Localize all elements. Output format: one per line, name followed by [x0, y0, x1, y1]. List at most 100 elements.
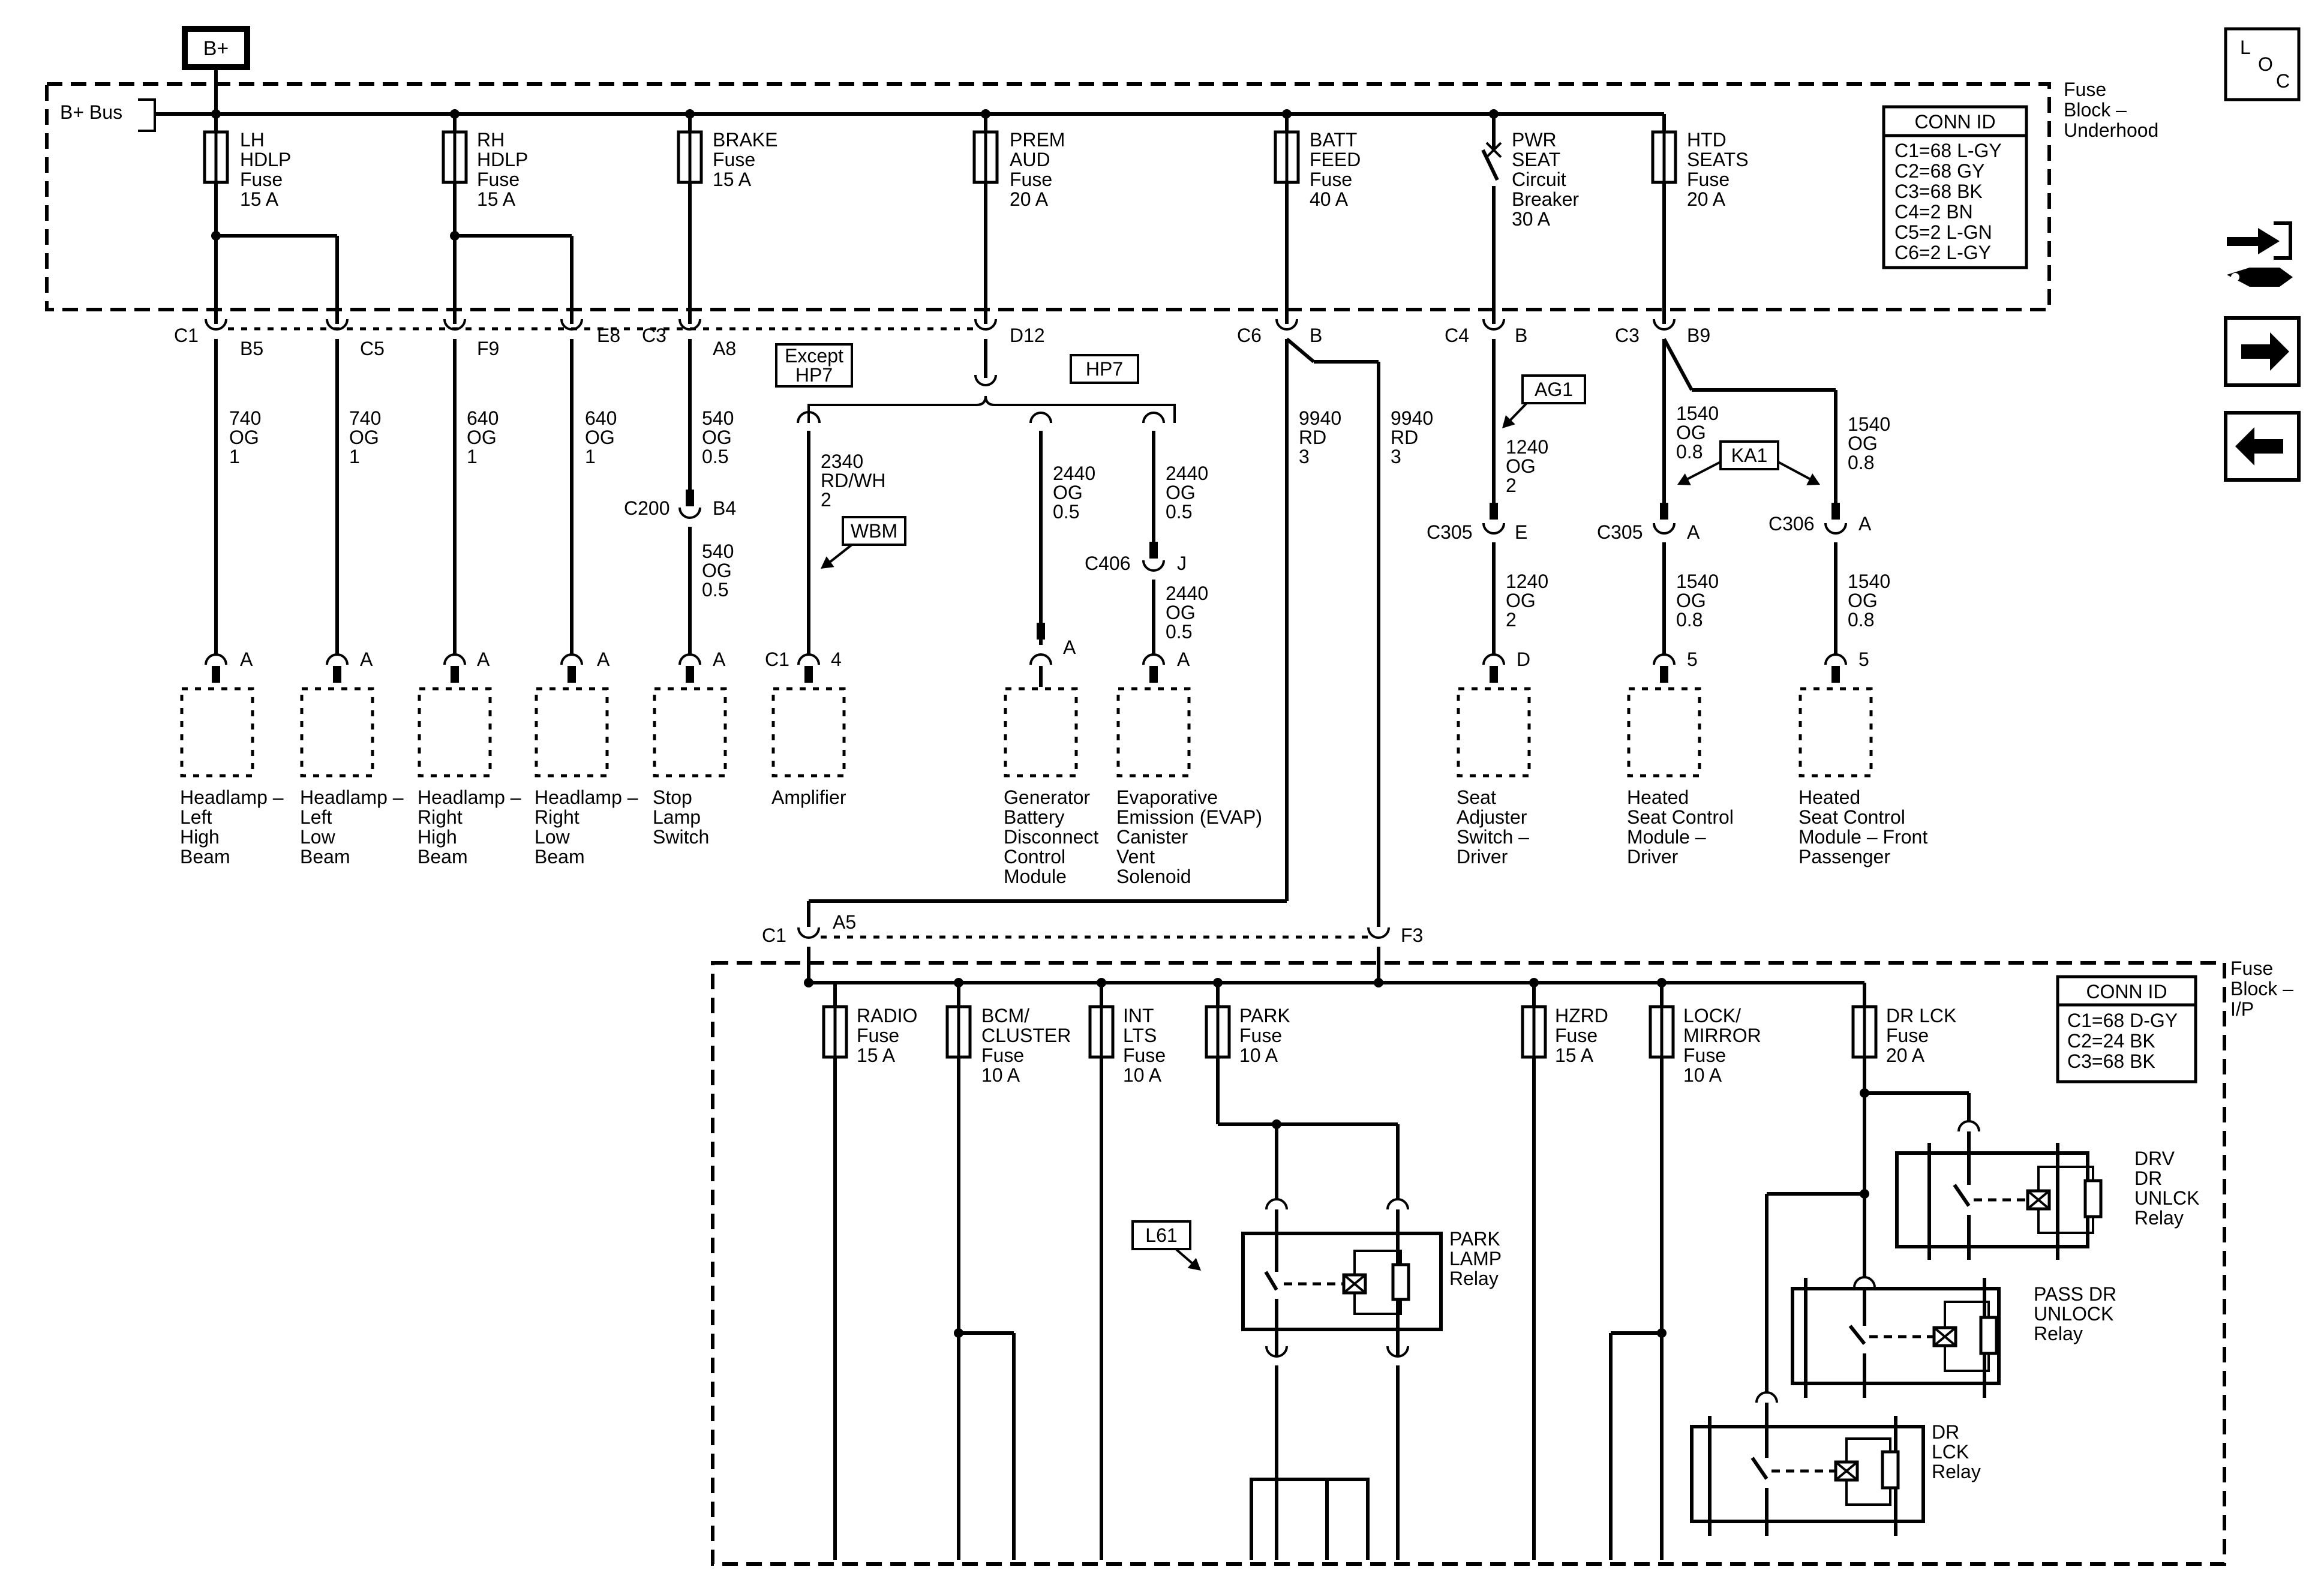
svg-text:Headlamp –: Headlamp –	[418, 786, 521, 808]
svg-text:Underhood: Underhood	[2064, 119, 2158, 141]
svg-text:0.8: 0.8	[1848, 609, 1874, 631]
svg-text:Module: Module	[1004, 866, 1067, 887]
svg-text:Heated: Heated	[1798, 786, 1860, 808]
svg-text:C3=68 BK: C3=68 BK	[2067, 1050, 2155, 1072]
dr-lck-fuse	[1853, 1007, 1876, 1057]
svg-text:OG: OG	[349, 427, 379, 448]
svg-text:LCK: LCK	[1932, 1441, 1969, 1463]
svg-text:HP7: HP7	[795, 364, 833, 386]
svg-text:KA1: KA1	[1731, 445, 1767, 466]
svg-text:2: 2	[1506, 475, 1517, 496]
svg-text:15 A: 15 A	[477, 188, 516, 210]
svg-text:5: 5	[1858, 649, 1869, 670]
svg-text:Fuse: Fuse	[1683, 1044, 1726, 1066]
svg-text:D12: D12	[1010, 325, 1045, 346]
svg-text:LH: LH	[240, 129, 265, 151]
svg-text:Circuit: Circuit	[1512, 169, 1566, 190]
svg-text:C1: C1	[762, 924, 786, 946]
svg-text:C5=2 L-GN: C5=2 L-GN	[1894, 221, 1992, 243]
svg-text:15 A: 15 A	[857, 1044, 896, 1066]
svg-text:Fuse: Fuse	[240, 169, 283, 190]
svg-text:20 A: 20 A	[1886, 1044, 1925, 1066]
svg-text:Fuse: Fuse	[1123, 1044, 1166, 1066]
svg-text:HZRD: HZRD	[1555, 1005, 1608, 1026]
svg-text:10 A: 10 A	[981, 1064, 1020, 1086]
svg-text:AG1: AG1	[1535, 379, 1573, 400]
svg-text:2440: 2440	[1166, 583, 1208, 604]
evap-canister-vent-solenoid	[1116, 687, 1191, 778]
svg-text:B4: B4	[713, 497, 736, 519]
svg-text:C: C	[2276, 70, 2290, 92]
svg-text:C306: C306	[1768, 513, 1815, 535]
svg-text:Block –: Block –	[2230, 978, 2293, 999]
svg-text:A: A	[597, 649, 610, 670]
svg-text:Block –: Block –	[2064, 99, 2127, 121]
svg-text:0.5: 0.5	[1053, 501, 1079, 523]
svg-text:Fuse: Fuse	[713, 149, 755, 170]
brake-fuse	[678, 132, 701, 182]
svg-text:PWR: PWR	[1512, 129, 1557, 151]
svg-text:1: 1	[229, 446, 240, 467]
svg-text:Headlamp –: Headlamp –	[180, 786, 284, 808]
svg-text:Headlamp –: Headlamp –	[535, 786, 638, 808]
svg-text:Seat Control: Seat Control	[1798, 806, 1905, 828]
svg-text:9940: 9940	[1391, 407, 1433, 429]
svg-text:RH: RH	[477, 129, 505, 151]
svg-text:D: D	[1517, 649, 1530, 670]
svg-text:2340: 2340	[821, 451, 863, 472]
svg-text:15 A: 15 A	[713, 169, 752, 190]
loc-button[interactable]: L O C	[2224, 27, 2301, 101]
svg-text:A: A	[1177, 649, 1190, 670]
svg-text:Lamp: Lamp	[653, 806, 701, 828]
svg-text:C2=24 BK: C2=24 BK	[2067, 1030, 2155, 1052]
int-lts-fuse	[1090, 1007, 1113, 1057]
svg-text:BCM/: BCM/	[981, 1005, 1029, 1026]
svg-text:Canister: Canister	[1116, 826, 1188, 848]
headlamp-left-low-beam	[300, 687, 374, 778]
svg-text:OG: OG	[585, 427, 615, 448]
svg-text:A: A	[713, 649, 726, 670]
ip-conn-id-table: CONN ID C1=68 D-GY C2=24 BK C3=68 BK	[2056, 975, 2197, 1083]
svg-text:Low: Low	[535, 826, 571, 848]
generator-battery-disconnect-module	[1004, 687, 1078, 778]
svg-text:Right: Right	[535, 806, 580, 828]
htd-seats-fuse	[1653, 132, 1676, 182]
svg-text:Relay: Relay	[1449, 1268, 1499, 1289]
svg-text:C305: C305	[1427, 521, 1473, 543]
svg-text:LOCK/: LOCK/	[1683, 1005, 1741, 1026]
park-fuse	[1206, 1007, 1229, 1057]
svg-text:A: A	[1858, 513, 1872, 535]
svg-text:Generator: Generator	[1004, 786, 1090, 808]
previous-arrow-icon[interactable]	[2224, 411, 2301, 482]
svg-text:Solenoid: Solenoid	[1116, 866, 1191, 887]
svg-text:10 A: 10 A	[1123, 1064, 1162, 1086]
service-info-icon[interactable]	[2227, 221, 2293, 287]
svg-text:Low: Low	[300, 826, 336, 848]
svg-text:Emission (EVAP): Emission (EVAP)	[1116, 806, 1262, 828]
option-tag-wbm: WBM	[816, 516, 906, 574]
svg-text:Right: Right	[418, 806, 463, 828]
svg-text:HTD: HTD	[1687, 129, 1727, 151]
svg-text:Passenger: Passenger	[1798, 846, 1890, 867]
component-terminals: A A A A A C1 4 A A D 5 5	[205, 637, 1869, 687]
svg-text:0.8: 0.8	[1676, 441, 1703, 463]
svg-text:1: 1	[349, 446, 360, 467]
svg-text:640: 640	[585, 407, 617, 429]
svg-text:C5: C5	[360, 338, 385, 359]
svg-text:A8: A8	[713, 338, 736, 359]
next-arrow-icon[interactable]	[2224, 316, 2301, 387]
svg-text:C3: C3	[642, 325, 666, 346]
svg-text:C1=68 D-GY: C1=68 D-GY	[2067, 1010, 2178, 1031]
radio-fuse	[824, 1007, 846, 1057]
svg-text:E8: E8	[597, 325, 620, 346]
svg-text:1540: 1540	[1848, 571, 1890, 592]
